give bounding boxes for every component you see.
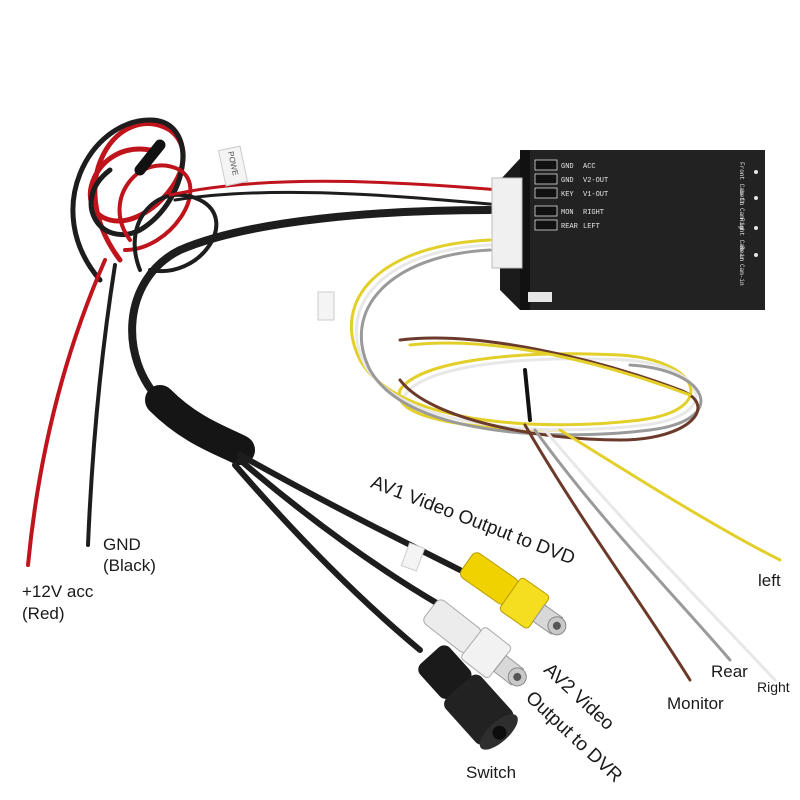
box-label-text: GND bbox=[561, 163, 574, 171]
yellow-rca-connector bbox=[460, 552, 567, 636]
power-wire-bundle bbox=[26, 117, 502, 567]
cable-tag bbox=[317, 291, 335, 321]
rear-wire-label: Rear bbox=[711, 662, 748, 681]
gnd-color-label: (Black) bbox=[103, 556, 156, 575]
right-wire-label: Right bbox=[757, 679, 790, 695]
power-tag: POWE bbox=[217, 145, 249, 187]
box-label-text: Front Cam-in bbox=[738, 162, 745, 206]
box-label-text: Left Cam-in bbox=[738, 190, 745, 230]
box-label-text: MON bbox=[561, 209, 574, 217]
box-label-text: RIGHT bbox=[583, 209, 604, 217]
box-label-text: REAR bbox=[561, 223, 579, 231]
gnd-label: GND bbox=[103, 535, 141, 554]
acc-label: +12V acc bbox=[22, 582, 94, 601]
monitor-wire-label: Monitor bbox=[667, 694, 724, 713]
box-side-labels: Front Cam-in Left Cam-in Right Cam-in Re… bbox=[738, 162, 745, 286]
box-label-text: GND bbox=[561, 177, 574, 185]
switch-jack-connector bbox=[418, 645, 518, 750]
box-pin-labels: GND ACC GND V2-OUT KEY V1-OUT MON RIGHT … bbox=[561, 163, 608, 231]
box-label-text: Rear Cam-in bbox=[738, 246, 745, 286]
switch-label: Switch bbox=[466, 763, 517, 782]
white-rca-connector bbox=[423, 599, 527, 687]
signal-wire-loom bbox=[349, 238, 782, 682]
junction-box bbox=[491, 150, 765, 310]
acc-color-label: (Red) bbox=[22, 604, 65, 623]
cable-tag bbox=[400, 542, 426, 572]
box-label-text: KEY bbox=[561, 191, 574, 199]
box-label-text: V2-OUT bbox=[583, 177, 608, 185]
box-label-text: ACC bbox=[583, 163, 596, 171]
left-wire-label: left bbox=[758, 571, 781, 590]
box-label-text: Right Cam-in bbox=[738, 218, 745, 262]
box-label-text: LEFT bbox=[583, 223, 600, 231]
box-label-text: V1-OUT bbox=[583, 191, 608, 199]
main-trunk-cable bbox=[128, 206, 494, 653]
